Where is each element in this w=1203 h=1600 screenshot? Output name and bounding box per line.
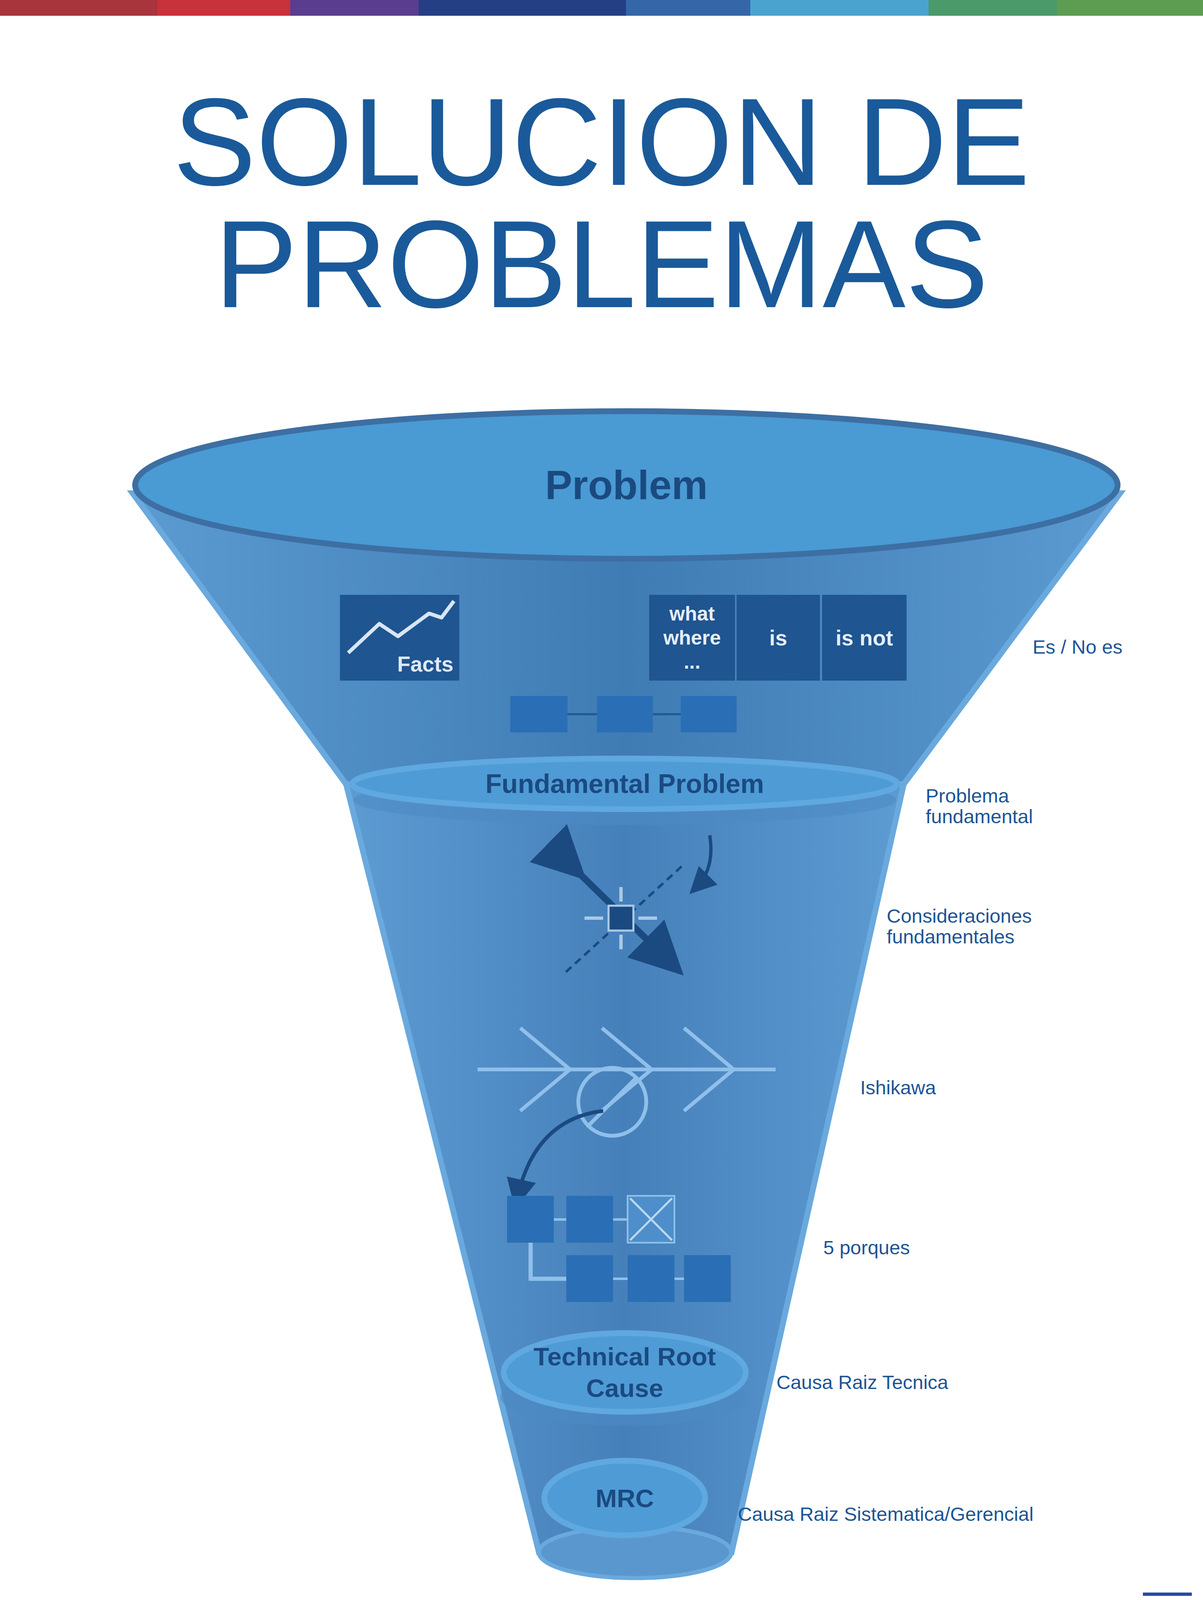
is-not-cell: is not: [822, 594, 907, 681]
node-text: Technical Root Cause: [533, 1341, 716, 1405]
node-text: is not: [835, 625, 894, 651]
step-label: Causa Raiz Sistematica/Gerencial: [737, 1503, 1034, 1525]
ishikawa-icon: [477, 1028, 776, 1136]
mrc-ellipse: MRC: [540, 1457, 709, 1539]
node-text: what where ...: [657, 601, 728, 675]
what-where-cell: what where ...: [649, 594, 735, 681]
ellipse-shape: [135, 411, 1118, 559]
title-text: SOLUCION DE PROBLEMAS: [83, 80, 1120, 326]
five-whys-icon: [506, 1195, 731, 1303]
problem-ellipse: Problem: [131, 407, 1121, 563]
color-stripe: [0, 0, 1203, 16]
node-text: Problem: [545, 461, 708, 509]
facts-box: Facts: [339, 594, 460, 681]
is-cell: is: [736, 594, 820, 681]
step-label: Problema fundamental: [925, 785, 1063, 828]
node-text: MRC: [595, 1483, 654, 1514]
step-label: Causa Raiz Tecnica: [776, 1372, 949, 1393]
ellipse-shape: [352, 758, 898, 810]
fundamental-problem-ellipse: Fundamental Problem: [349, 755, 901, 813]
page-title: SOLUCION DE PROBLEMAS: [0, 80, 1203, 326]
ellipse-shape: [503, 1333, 746, 1412]
technical-root-cause-ellipse: Technical Root Cause: [500, 1329, 750, 1416]
node-text: Fundamental Problem: [485, 768, 765, 800]
step-label: Es / No es: [1032, 636, 1123, 658]
ellipse-shape: [544, 1460, 706, 1536]
step-label: Consideraciones fundamentales: [886, 905, 1053, 948]
step-label: 5 porques: [823, 1237, 910, 1259]
step-label: Ishikawa: [860, 1077, 937, 1099]
node-text: is: [769, 625, 788, 651]
considerations-icon: [565, 835, 711, 973]
node-text: Facts: [397, 651, 454, 677]
